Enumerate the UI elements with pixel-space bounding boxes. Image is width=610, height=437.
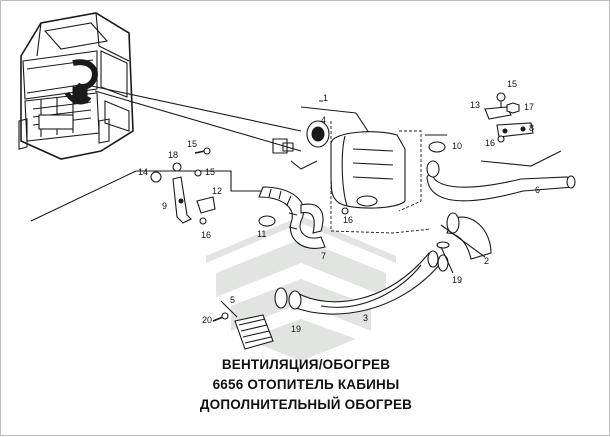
exhaust-pipe bbox=[426, 150, 576, 202]
air-inlet-elbow bbox=[436, 212, 492, 260]
caption-line-2: 6656 ОТОПИТЕЛЬ КАБИНЫ bbox=[212, 377, 400, 392]
callout-15b: 15 bbox=[187, 139, 197, 149]
callout-16c: 16 bbox=[343, 215, 353, 225]
callout-16a: 16 bbox=[485, 138, 495, 148]
heater-unit bbox=[272, 106, 432, 234]
callout-18: 18 bbox=[168, 150, 178, 160]
callout-labels: 1 2 3 4 5 6 7 8 9 10 11 12 13 14 15 15 1… bbox=[138, 79, 540, 334]
gasket-ring bbox=[306, 120, 330, 148]
callout-14: 14 bbox=[138, 167, 148, 177]
vent-grille bbox=[220, 300, 274, 350]
callout-9: 9 bbox=[162, 201, 167, 211]
callout-11: 11 bbox=[257, 229, 266, 239]
callout-19b: 19 bbox=[291, 324, 301, 334]
callout-16b: 16 bbox=[201, 230, 211, 240]
callout-15a: 15 bbox=[507, 79, 517, 89]
callout-17: 17 bbox=[524, 102, 534, 112]
callout-10: 10 bbox=[452, 141, 462, 151]
callout-15c: 15 bbox=[205, 167, 215, 177]
callout-4: 4 bbox=[321, 115, 326, 125]
callout-3: 3 bbox=[363, 313, 368, 323]
flex-hose bbox=[258, 186, 326, 249]
callout-7: 7 bbox=[321, 251, 326, 261]
bolt-20 bbox=[212, 312, 229, 322]
caption-line-3: ДОПОЛНИТЕЛЬНЫЙ ОБОГРЕВ bbox=[199, 397, 413, 412]
air-duct bbox=[288, 250, 442, 315]
caption-line-1: ВЕНТИЛЯЦИЯ/ОБОГРЕВ bbox=[221, 357, 391, 372]
callout-1: 1 bbox=[323, 93, 328, 103]
callout-19a: 19 bbox=[452, 275, 462, 285]
bracket-group bbox=[484, 92, 534, 138]
callout-12: 12 bbox=[212, 186, 222, 196]
hose-clamps bbox=[274, 254, 449, 309]
clip-12 bbox=[196, 196, 216, 214]
callout-5: 5 bbox=[230, 295, 235, 305]
callout-2: 2 bbox=[484, 256, 489, 266]
mount-bracket bbox=[172, 176, 192, 224]
clamp-11 bbox=[258, 215, 276, 227]
callout-6: 6 bbox=[535, 185, 540, 195]
clamp-10 bbox=[425, 134, 447, 153]
truck-cab bbox=[18, 12, 134, 160]
callout-20: 20 bbox=[202, 315, 212, 325]
fasteners bbox=[150, 135, 505, 225]
callout-8: 8 bbox=[529, 123, 534, 133]
callout-13: 13 bbox=[470, 100, 480, 110]
